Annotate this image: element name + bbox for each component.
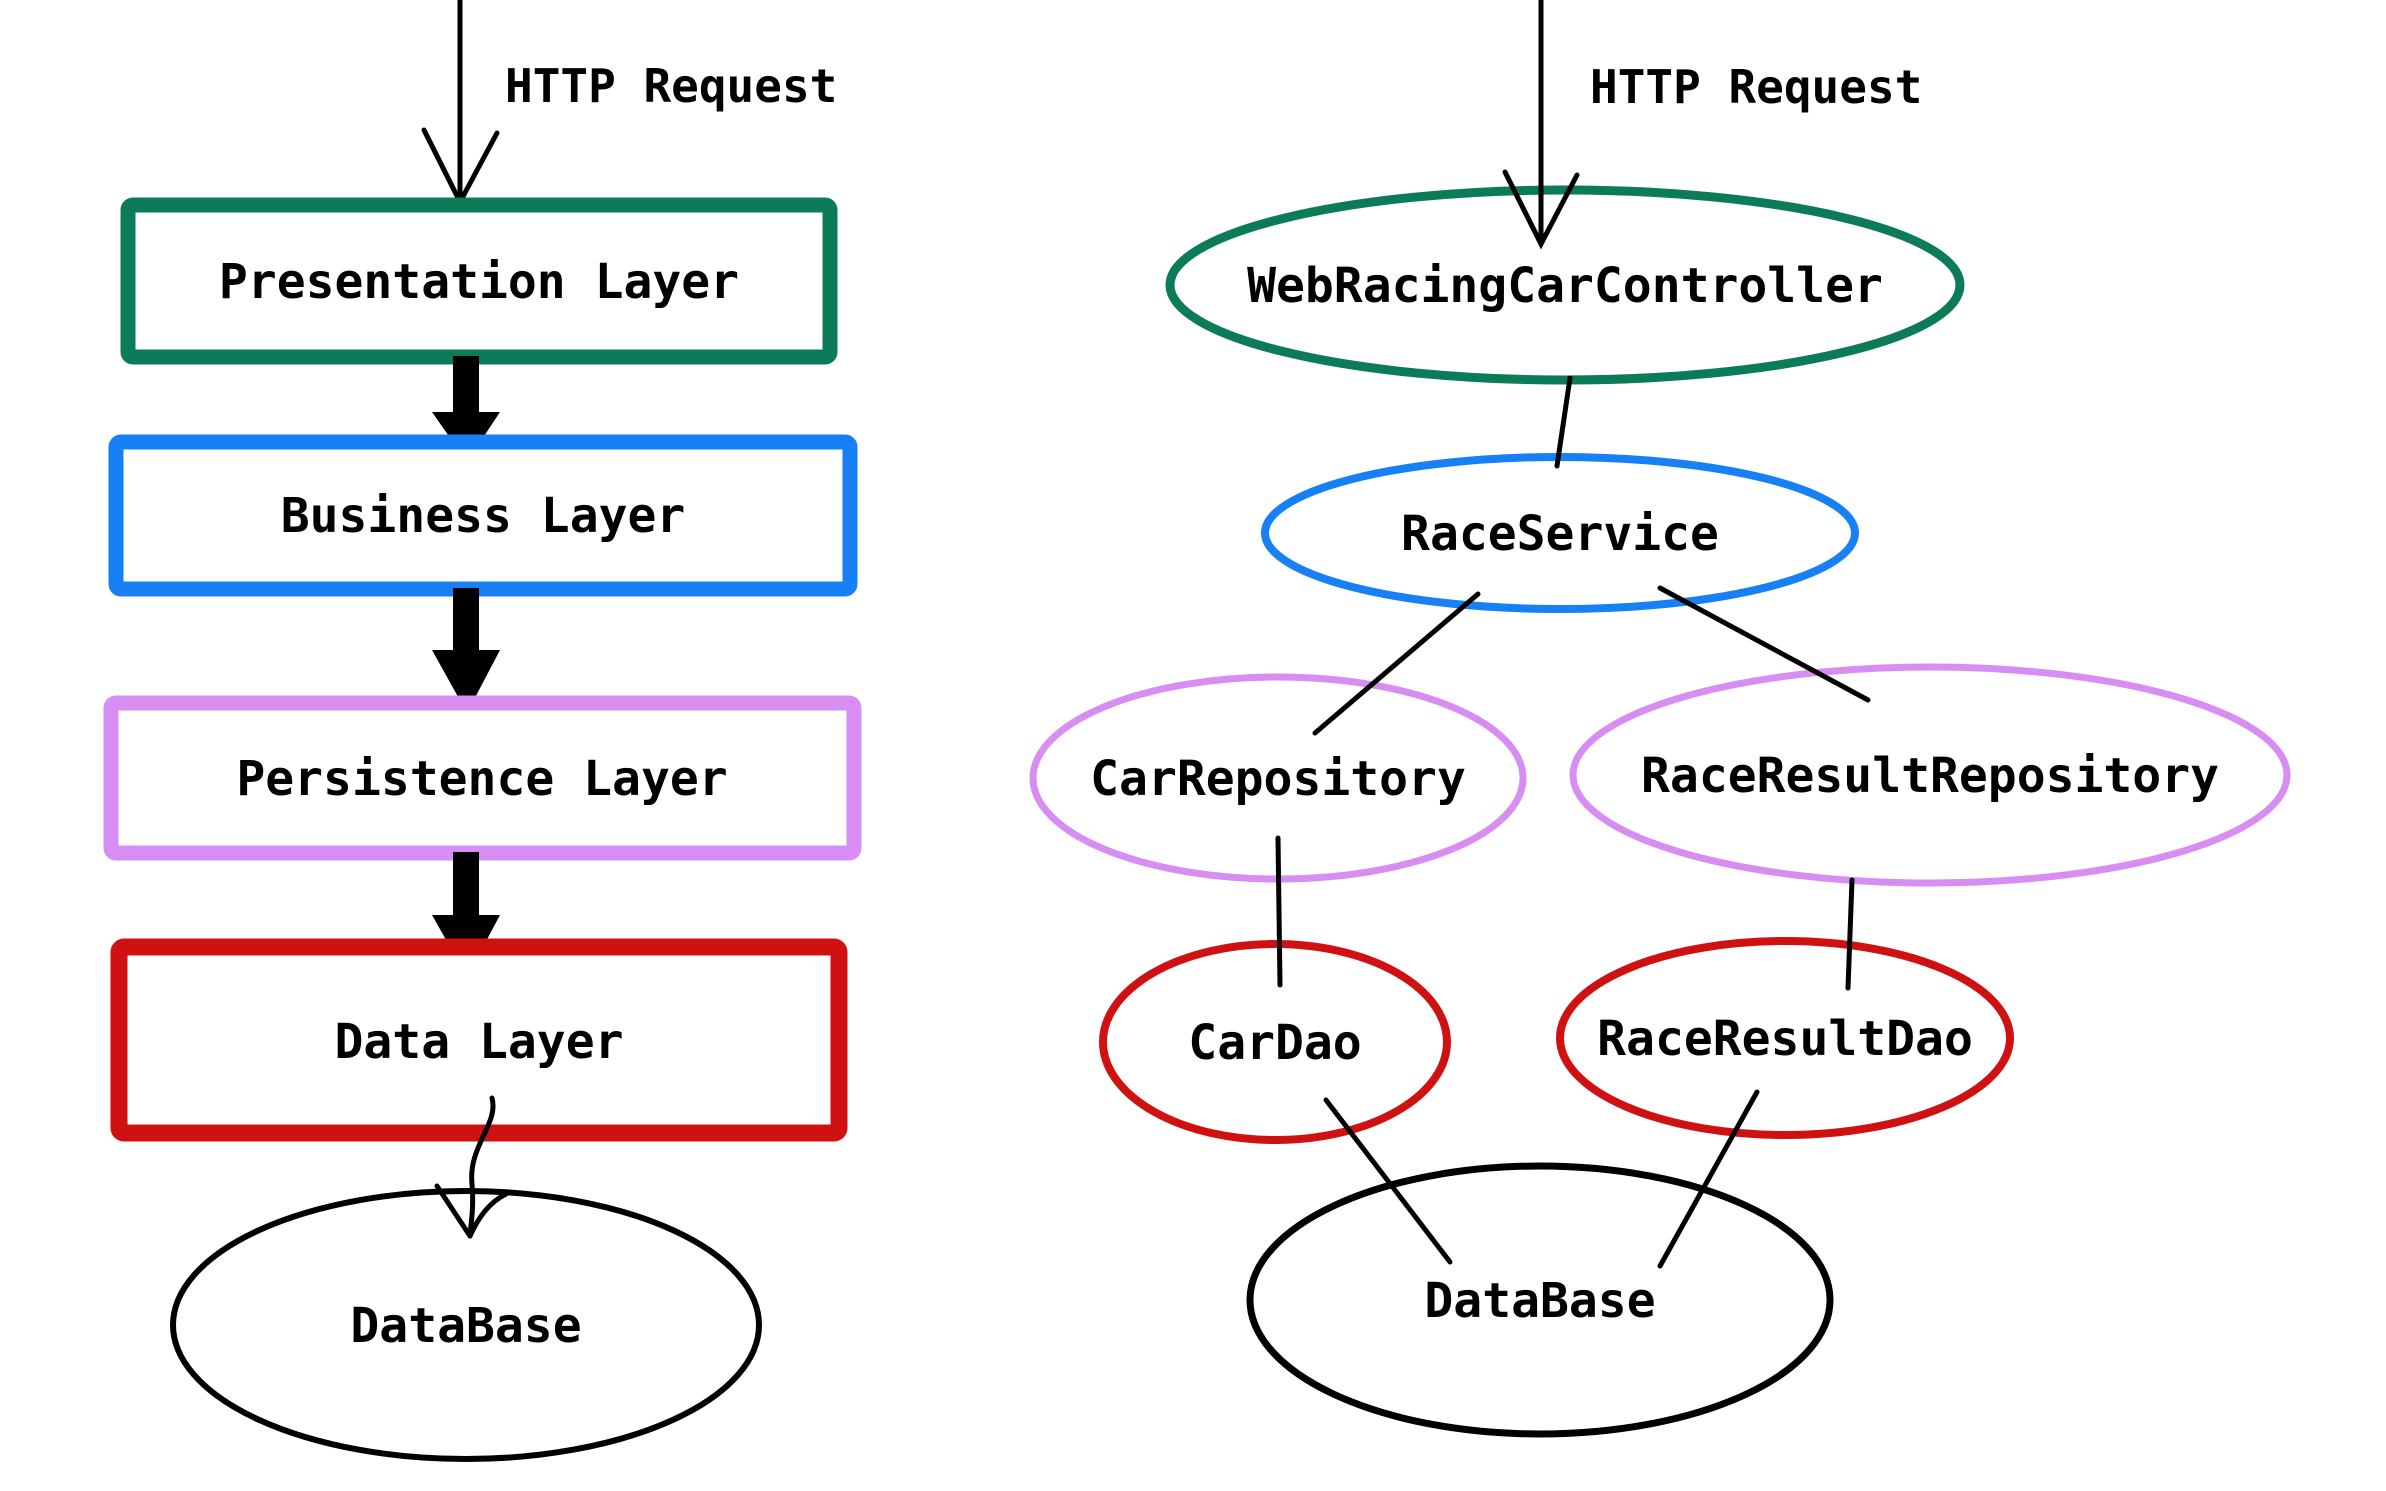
connector-service-car-repository [1312,591,1481,736]
race-result-dao-ellipse [1556,937,2014,1139]
data-to-database-arrow [467,1095,496,1239]
data-to-database-arrowhead-icon [434,1183,473,1239]
left-database-ellipse [170,1188,762,1462]
controller-label: WebRacingCarController [1247,258,1883,314]
right-database-label: DataBase [1424,1273,1655,1329]
presentation-layer-label: Presentation Layer [219,254,739,310]
left-database-label: DataBase [350,1298,581,1354]
connector-car-repository-car-dao [1275,835,1283,988]
right-http-arrowhead-icon [1502,169,1580,250]
business-layer-box [108,434,858,597]
right-database-ellipse [1246,1162,1834,1438]
persistence-layer-box [103,695,862,861]
connector-race-result-dao-database [1657,1089,1760,1269]
thick-down-arrow-icon [432,588,500,713]
left-http-request-label: HTTP Request [505,59,837,113]
car-dao-label: CarDao [1188,1015,1361,1071]
business-layer-label: Business Layer [281,488,686,544]
car-dao-ellipse [1099,940,1451,1144]
persistence-layer-label: Persistence Layer [236,751,727,807]
race-result-repository-ellipse [1569,663,2291,887]
controller-ellipse [1165,185,1965,385]
data-layer-label: Data Layer [335,1014,624,1070]
right-http-request-label: HTTP Request [1590,60,1922,114]
car-repository-label: CarRepository [1090,751,1466,807]
connector-car-dao-database [1323,1097,1453,1265]
race-result-repository-label: RaceResultRepository [1641,748,2219,804]
connector-race-result-repository-race-result-dao [1845,877,1855,991]
data-to-database-arrowhead-icon [467,1191,509,1239]
data-layer-box [110,938,848,1142]
race-result-dao-label: RaceResultDao [1597,1011,1973,1067]
connector-service-race-result-repository [1657,585,1871,703]
race-service-label: RaceService [1401,506,1719,562]
connector-controller-service [1554,375,1573,469]
